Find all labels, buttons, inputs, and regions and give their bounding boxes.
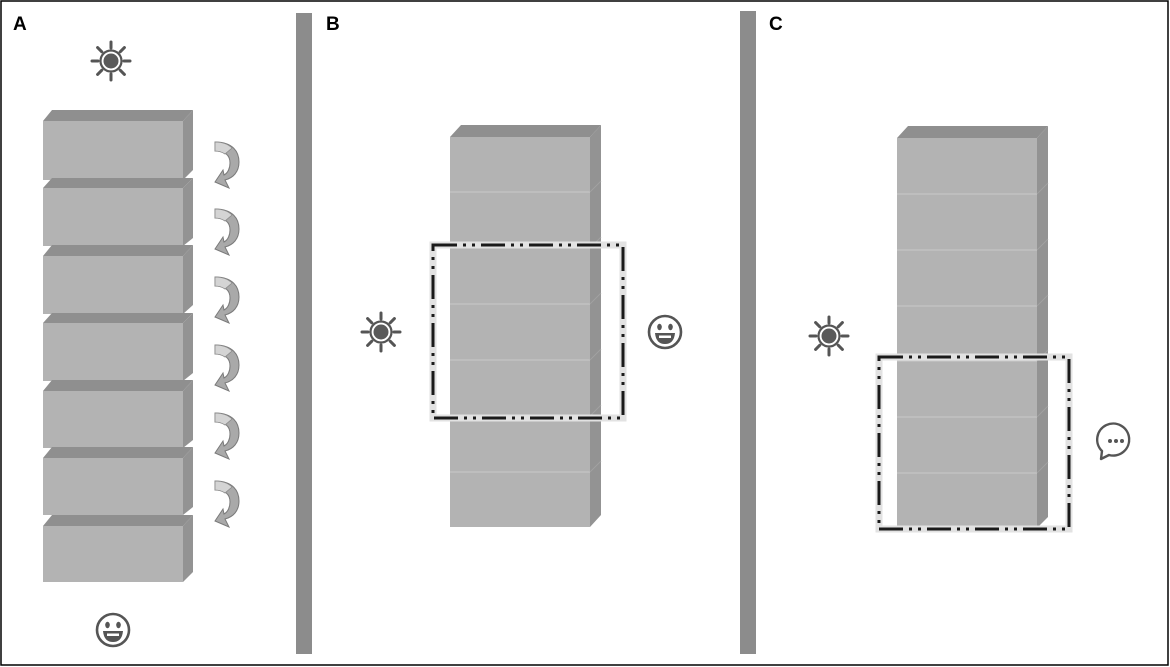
layer-block	[43, 313, 193, 381]
block-stack-fused	[450, 125, 602, 527]
curved-arrow-icon	[214, 276, 240, 324]
layer-block	[43, 380, 193, 448]
panel-a	[43, 40, 240, 648]
highlight-box-middle	[429, 241, 627, 422]
curved-arrow-icon	[214, 480, 240, 528]
layer-block	[43, 447, 193, 515]
speech-bubble-icon	[1095, 422, 1131, 461]
layer-block	[43, 515, 193, 582]
smiley-icon	[647, 314, 683, 350]
curved-arrow-icon	[214, 208, 240, 256]
curved-arrow-icon	[214, 412, 240, 460]
layer-block	[43, 245, 193, 314]
layer-block	[43, 178, 193, 246]
block-stack-separated	[43, 110, 193, 582]
panel-label-a: A	[13, 14, 27, 35]
sun-icon	[90, 40, 132, 82]
panel-label-c: C	[769, 14, 783, 35]
curved-arrow-icon	[214, 344, 240, 392]
sun-icon	[360, 311, 402, 353]
panel-label-b: B	[326, 14, 340, 35]
divider-bar-2	[740, 11, 756, 654]
curved-arrow-icon	[214, 141, 240, 189]
highlight-box-bottom	[875, 353, 1073, 533]
layer-block	[43, 110, 193, 180]
smiley-icon	[95, 612, 131, 648]
sun-icon	[808, 315, 850, 357]
block-stack-fused	[897, 126, 1049, 528]
panel-b	[360, 125, 683, 527]
curved-arrow-column	[214, 141, 240, 528]
divider-bar-1	[296, 13, 312, 654]
panel-c	[808, 126, 1131, 533]
